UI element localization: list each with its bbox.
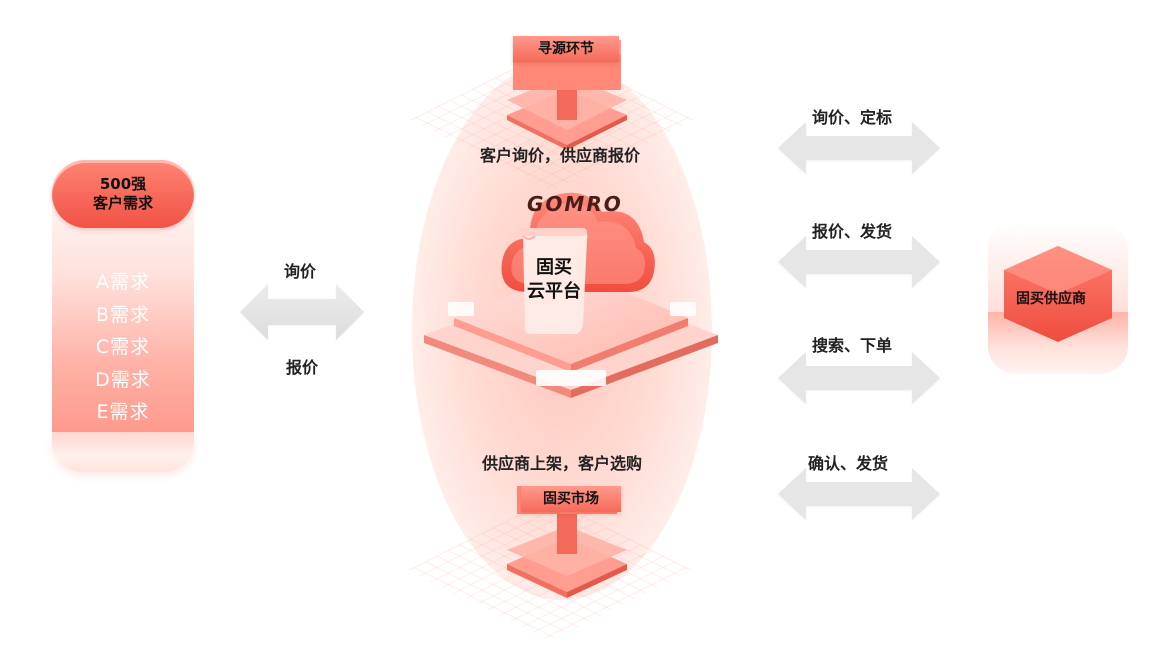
platform-name-line2: 云平台 xyxy=(527,281,581,302)
market-tag: 固买市场 xyxy=(521,486,621,512)
customer-pillar-base xyxy=(52,432,194,472)
platform-name-line1: 固买 xyxy=(536,257,572,278)
left-arrow-top-label: 询价 xyxy=(284,262,317,281)
right-double-arrow-icon-3 xyxy=(778,352,940,404)
market-description: 供应商上架，客户选购 xyxy=(482,454,643,473)
right-double-arrow-icon-2 xyxy=(778,236,940,288)
right-double-arrow-icon-1 xyxy=(778,122,940,174)
supplier-hexagon-icon xyxy=(1004,246,1112,342)
right-arrow-label-2: 报价、发货 xyxy=(812,222,893,241)
scroll-icon xyxy=(519,228,588,335)
right-arrow-label-1: 询价、定标 xyxy=(812,108,893,127)
customer-title-line1: 500强 xyxy=(99,175,147,193)
requirement-item: D需求 xyxy=(95,368,151,391)
left-arrow-bottom-label: 报价 xyxy=(286,358,319,377)
requirement-item: C需求 xyxy=(95,336,151,358)
customer-title-line2: 客户需求 xyxy=(92,194,153,212)
requirement-list: A需求 B需求 C需求 D需求 E需求 xyxy=(52,266,194,429)
right-arrow-label-3: 搜索、下单 xyxy=(812,336,893,355)
platform-logo-text: GOMRO xyxy=(527,192,623,216)
right-double-arrow-icon-4 xyxy=(778,468,940,520)
requirement-item: B需求 xyxy=(95,303,151,326)
platform-name: 固买 云平台 xyxy=(522,256,586,304)
requirement-item: E需求 xyxy=(96,401,150,423)
customer-header: 500强 客户需求 xyxy=(52,160,194,228)
sourcing-description: 客户询价，供应商报价 xyxy=(480,146,641,165)
sourcing-tag: 寻源环节 xyxy=(513,36,619,62)
supplier-label: 固买供应商 xyxy=(1016,291,1086,307)
requirement-item: A需求 xyxy=(96,271,150,293)
left-double-arrow-icon xyxy=(240,284,364,340)
right-arrow-label-4: 确认、发货 xyxy=(808,454,889,473)
